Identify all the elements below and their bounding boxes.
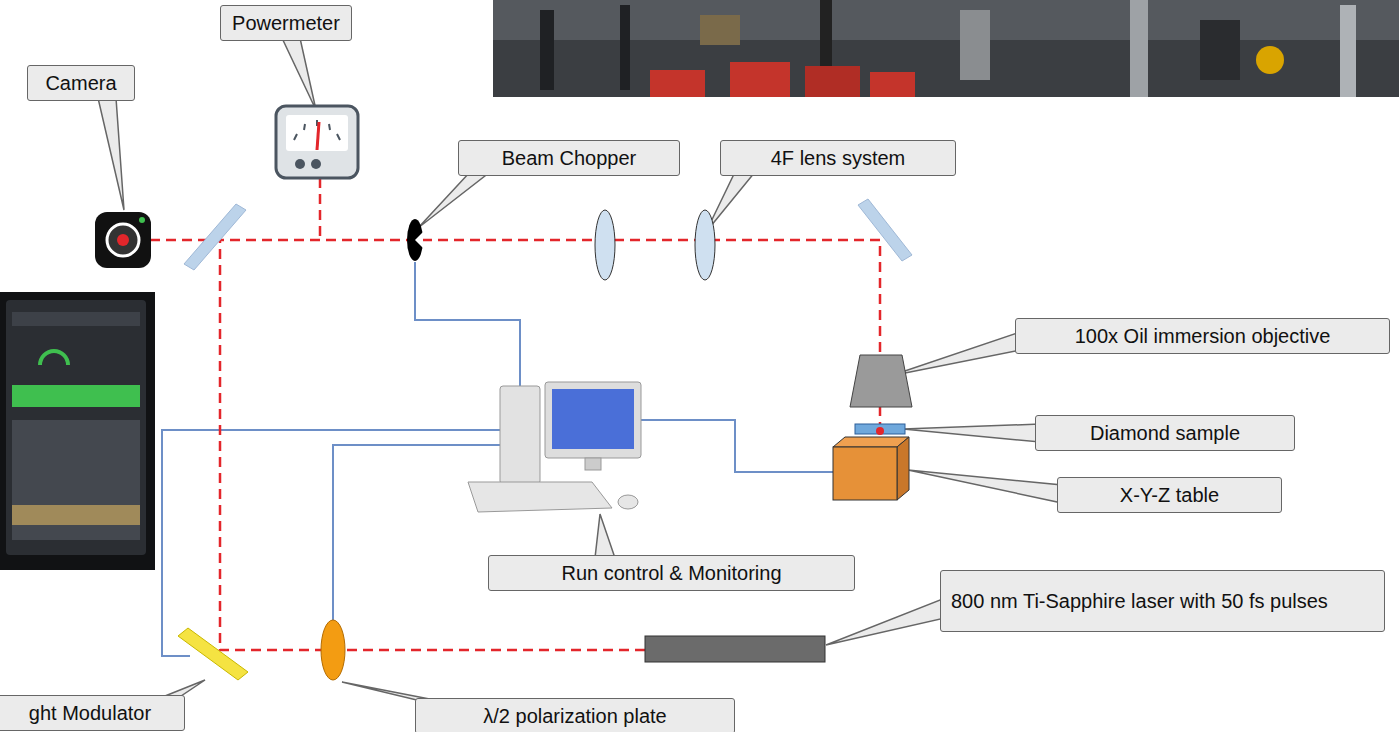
- computer-screen: [552, 389, 634, 449]
- control-wire: [640, 420, 833, 472]
- monitor-photo: [0, 292, 155, 570]
- callout-box: Camera: [27, 65, 135, 101]
- photo-ground: [493, 0, 1399, 97]
- photo-mount: [960, 10, 990, 80]
- photo-post: [540, 10, 554, 90]
- powermeter-face: [286, 115, 348, 151]
- light-modulator: [178, 628, 248, 680]
- screen-bars: [12, 505, 140, 525]
- table-top: [833, 437, 909, 447]
- powermeter-icon: [276, 106, 358, 178]
- camera-led: [139, 217, 145, 223]
- screen-chart: [12, 420, 140, 540]
- photo-tray: [730, 62, 790, 97]
- callout-box: ght Modulator: [0, 695, 185, 731]
- callout-label: Run control & Monitoring: [561, 561, 781, 585]
- table-side: [897, 437, 909, 500]
- callout-tail: [890, 332, 1020, 376]
- focus-spot: [876, 427, 884, 435]
- callout-box: X-Y-Z table: [1057, 477, 1282, 513]
- camera-icon: [95, 212, 151, 268]
- photo-knob: [1256, 46, 1284, 74]
- camera-dot: [117, 234, 129, 246]
- callout-box: Powermeter: [220, 5, 352, 41]
- computer-keyboard: [468, 482, 612, 512]
- screen-gauge: [40, 351, 68, 365]
- callout-box: Beam Chopper: [458, 140, 680, 176]
- mirror: [858, 199, 912, 261]
- camera-lens: [107, 224, 139, 256]
- monitor-frame: [0, 292, 155, 570]
- beam-path: [319, 178, 322, 240]
- callout-box: Diamond sample: [1035, 415, 1295, 451]
- callout-label: Beam Chopper: [502, 146, 637, 170]
- callout-tail: [826, 598, 945, 645]
- computer-mouse: [618, 495, 638, 509]
- callout-label: 100x Oil immersion objective: [1075, 324, 1331, 348]
- callout-tail: [908, 470, 1062, 503]
- photo-tray: [805, 66, 860, 97]
- photo-post: [1130, 0, 1148, 97]
- callout-box: 4F lens system: [720, 140, 956, 176]
- callout-label: Powermeter: [232, 11, 340, 35]
- waveplate: [321, 620, 345, 680]
- callout-box: 100x Oil immersion objective: [1015, 318, 1390, 354]
- callout-tail: [706, 172, 755, 232]
- control-wire: [333, 445, 505, 620]
- lab-photo: [493, 0, 1399, 97]
- powermeter-needle: [317, 122, 319, 150]
- lens: [695, 210, 715, 280]
- photo-mount: [700, 15, 740, 45]
- computer-stand: [585, 458, 601, 470]
- laser-head: [645, 636, 825, 662]
- laser-beam: [150, 178, 880, 650]
- screen-bar: [12, 312, 140, 326]
- photo-post: [1340, 5, 1356, 97]
- monitor-screen: [6, 300, 146, 555]
- powermeter-body: [276, 106, 358, 178]
- table-front: [833, 447, 897, 500]
- callout-tail: [98, 98, 124, 210]
- computer-tower: [500, 386, 540, 484]
- photo-tray: [870, 72, 915, 97]
- beam-chopper: [407, 219, 423, 261]
- callout-tail: [595, 514, 615, 558]
- callout-label: Camera: [45, 71, 116, 95]
- lens: [595, 210, 615, 280]
- callout-box: λ/2 polarization plate: [415, 698, 735, 732]
- diamond-sample: [855, 424, 905, 434]
- callout-box: Run control & Monitoring: [488, 555, 855, 591]
- callout-tail: [418, 172, 490, 228]
- callout-label: λ/2 polarization plate: [483, 704, 666, 728]
- screen-panel: [12, 385, 140, 407]
- callout-label: 4F lens system: [771, 146, 905, 170]
- callout-box: 800 nm Ti-Sapphire laser with 50 fs puls…: [940, 570, 1385, 632]
- objective: [850, 355, 912, 407]
- computer-monitor: [545, 382, 641, 458]
- chopper-notch: [415, 232, 423, 248]
- callout-label: Diamond sample: [1090, 421, 1240, 445]
- callout-tails: [98, 38, 1062, 702]
- callout-tail: [903, 424, 1040, 442]
- callout-label: X-Y-Z table: [1120, 483, 1219, 507]
- control-wires: [162, 262, 833, 656]
- callout-label: 800 nm Ti-Sapphire laser with 50 fs puls…: [951, 589, 1328, 613]
- powermeter-knob: [311, 159, 321, 169]
- photo-mount: [1200, 20, 1240, 80]
- callout-label: ght Modulator: [29, 701, 151, 725]
- callout-tail: [282, 38, 316, 110]
- camera-body: [95, 212, 151, 268]
- computer-icon: [468, 382, 641, 512]
- photo-post: [620, 5, 630, 90]
- mirror: [184, 204, 246, 270]
- powermeter-knob: [295, 159, 305, 169]
- photo-tray: [650, 70, 705, 97]
